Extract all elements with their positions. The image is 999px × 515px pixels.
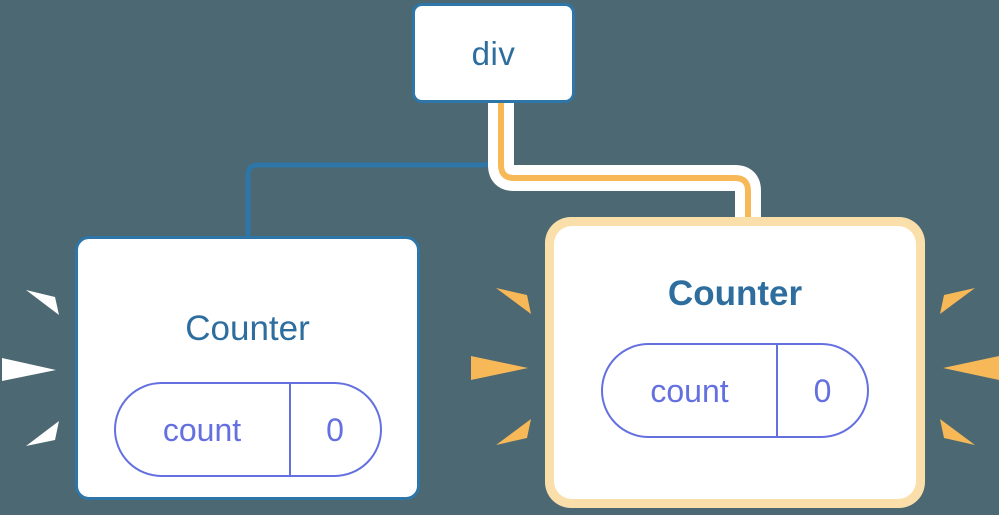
burst-ray-icon xyxy=(496,288,531,314)
burst-ray-icon xyxy=(2,358,56,381)
node-div[interactable]: div xyxy=(412,3,575,103)
burst-ray-icon xyxy=(471,356,528,380)
state-value-right: 0 xyxy=(813,372,832,409)
node-counter-right[interactable]: Counter count 0 xyxy=(545,217,925,508)
burst-ray-icon xyxy=(943,356,999,380)
burst-ray-icon xyxy=(496,419,531,445)
state-key-left: count xyxy=(116,384,291,475)
node-counter-right-label: Counter xyxy=(667,274,803,313)
burst-right-orange xyxy=(940,288,999,445)
state-value-left: 0 xyxy=(326,411,344,448)
state-pill-right: count 0 xyxy=(601,343,869,438)
burst-ray-icon xyxy=(940,288,975,314)
node-counter-right-inner: Counter count 0 xyxy=(554,226,916,499)
burst-ray-icon xyxy=(26,290,59,315)
burst-ray-icon xyxy=(940,419,975,445)
burst-left-white xyxy=(2,290,59,446)
burst-ray-icon xyxy=(26,421,59,446)
node-counter-left-label: Counter xyxy=(185,309,310,348)
burst-middle-orange xyxy=(471,288,531,445)
state-key-right: count xyxy=(603,345,778,436)
node-div-label: div xyxy=(471,34,516,72)
state-pill-left: count 0 xyxy=(113,382,382,477)
